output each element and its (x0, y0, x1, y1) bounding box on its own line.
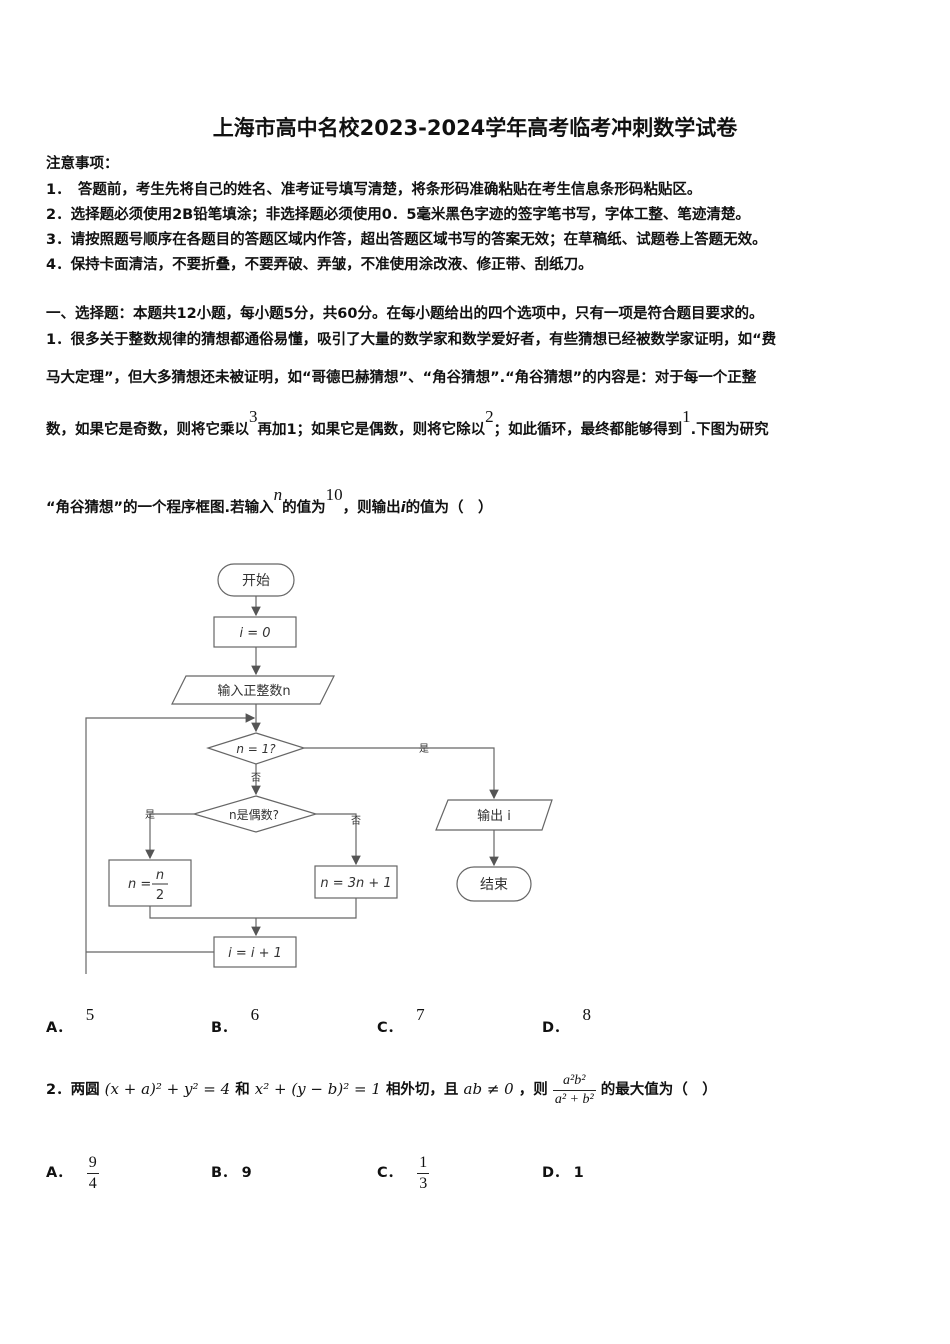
q2-fraction: a²b² a² + b² (552, 1072, 596, 1109)
end-label: 结束 (480, 877, 508, 893)
option-value: 8 (582, 1005, 592, 1024)
yes2-label: 是 (145, 809, 155, 821)
q1-text: 再加1；如果它是偶数，则将它除以 (257, 422, 486, 438)
no2-label: 否 (351, 815, 361, 827)
end-terminal (456, 866, 532, 902)
q1-text: ；如此循环，最终都能够得到 (493, 422, 683, 438)
option-label: A． (46, 1165, 72, 1181)
q1-option-d[interactable]: D． 8 (542, 1005, 591, 1037)
q1-text: 的值为（ ） (405, 500, 493, 516)
fraction-numerator: 9 (86, 1153, 99, 1174)
q1-text: “角谷猜想”的一个程序框图.若输入 (46, 500, 274, 516)
q2-stem: 2．两圆 (x + a)² + y² = 4 和 x² + (y − b)² =… (46, 1064, 717, 1114)
q1-variable: n (273, 485, 283, 504)
q1-value: 10 (325, 485, 343, 504)
q2-option-a[interactable]: A． 9 4 (46, 1150, 99, 1196)
output-label: 输出 i (477, 808, 511, 824)
option-label: B． (211, 1020, 237, 1036)
q1-text: .下图为研究 (690, 422, 769, 438)
option-label: C． (377, 1165, 403, 1181)
q2-option-c[interactable]: C． 1 3 (377, 1150, 430, 1196)
incr-label: i = i + 1 (228, 946, 282, 961)
cond2-diamond (191, 795, 319, 833)
q2-circle-1: (x + a)² + y² = 4 (104, 1080, 231, 1098)
q2-text: ，则 (518, 1082, 548, 1098)
option-label: A． (46, 1020, 72, 1036)
option-label: D． (542, 1020, 569, 1036)
q2-text: 的最大值为（ ） (600, 1082, 717, 1098)
notice-item-3: 3．请按照题号顺序在各题目的答题区域内作答，超出答题区域书写的答案无效；在草稿纸… (46, 232, 767, 248)
option-value: 9 (241, 1165, 252, 1181)
q1-text: 的值为 (282, 500, 326, 516)
odd-label: n = 3n + 1 (320, 876, 391, 891)
q2-option-b[interactable]: B． 9 (211, 1150, 252, 1196)
q2-text: 和 (235, 1082, 250, 1098)
no1-label: 否 (251, 772, 261, 784)
q1-text: 数，如果它是奇数，则将它乘以 (46, 422, 249, 438)
option-value: 5 (85, 1005, 95, 1024)
init-label: i = 0 (239, 626, 270, 641)
q2-text: 2．两圆 (46, 1082, 100, 1098)
q1-option-a[interactable]: A． 5 (46, 1005, 94, 1037)
notice-item-1: 1． 答题前，考生先将自己的姓名、准考证号填写清楚，将条形码准确粘贴在考生信息条… (46, 182, 702, 198)
q1-value: 1 (682, 407, 691, 426)
q1-line-2: 马大定理”，但大多猜想还未被证明，如“哥德巴赫猜想”、“角谷猜想”.“角谷猜想”… (46, 370, 757, 386)
input-box (171, 675, 335, 705)
q2-condition: ab ≠ 0 (463, 1080, 514, 1098)
option-fraction: 9 4 (86, 1153, 99, 1194)
q2-fraction-denominator: a² + b² (554, 1091, 594, 1107)
q2-fraction-numerator: a²b² (552, 1072, 596, 1091)
q1-option-b[interactable]: B． 6 (211, 1005, 259, 1037)
output-box (435, 799, 553, 831)
start-label: 开始 (242, 573, 270, 589)
option-label: B． (211, 1165, 237, 1181)
init-box (213, 616, 297, 648)
option-value: 1 (573, 1165, 584, 1181)
even-numerator: n (156, 868, 164, 883)
cond1-label: n = 1? (236, 742, 276, 756)
page-title: 上海市高中名校2023-2024学年高考临考冲刺数学试卷 (212, 116, 738, 140)
fraction-denominator: 3 (419, 1174, 428, 1192)
input-label: 输入正整数n (217, 683, 290, 699)
fraction-denominator: 4 (88, 1174, 97, 1192)
notice-item-4: 4．保持卡面清洁，不要折叠，不要弄破、弄皱，不准使用涂改液、修正带、刮纸刀。 (46, 257, 593, 273)
q1-line-3: 数，如果它是奇数，则将它乘以3再加1；如果它是偶数，则将它除以2；如此循环，最终… (46, 407, 769, 439)
q1-line-4: “角谷猜想”的一个程序框图.若输入n的值为10，则输出i的值为（ ） (46, 485, 493, 517)
q1-text: ，则输出 (342, 500, 401, 516)
q2-text: 相外切，且 (385, 1082, 459, 1098)
q1-line-1: 1．很多关于整数规律的猜想都通俗易懂，吸引了大量的数学家和数学爱好者，有些猜想已… (46, 332, 777, 348)
cond2-label: n是偶数? (229, 807, 279, 822)
fraction-numerator: 1 (417, 1153, 430, 1174)
q2-circle-2: x² + (y − b)² = 1 (254, 1080, 381, 1098)
q1-value: 2 (485, 407, 494, 426)
option-value: 6 (250, 1005, 260, 1024)
option-fraction: 1 3 (417, 1153, 430, 1194)
q2-option-d[interactable]: D． 1 (542, 1150, 584, 1196)
q1-value: 3 (249, 407, 258, 426)
even-denominator: 2 (156, 888, 164, 903)
option-value: 7 (416, 1005, 425, 1024)
notice-item-2: 2．选择题必须使用2B铅笔填涂；非选择题必须使用0．5毫米黑色字迹的签字笔书写，… (46, 207, 750, 223)
even-lhs: n = (128, 877, 151, 892)
q1-option-c[interactable]: C． 7 (377, 1005, 425, 1037)
yes1-label: 是 (419, 743, 429, 755)
section-heading: 一、选择题：本题共12小题，每小题5分，共60分。在每小题给出的四个选项中，只有… (46, 306, 764, 322)
option-label: D． (542, 1165, 569, 1181)
notice-heading: 注意事项： (46, 156, 119, 172)
option-label: C． (377, 1020, 403, 1036)
q1-variable: i (400, 500, 406, 516)
